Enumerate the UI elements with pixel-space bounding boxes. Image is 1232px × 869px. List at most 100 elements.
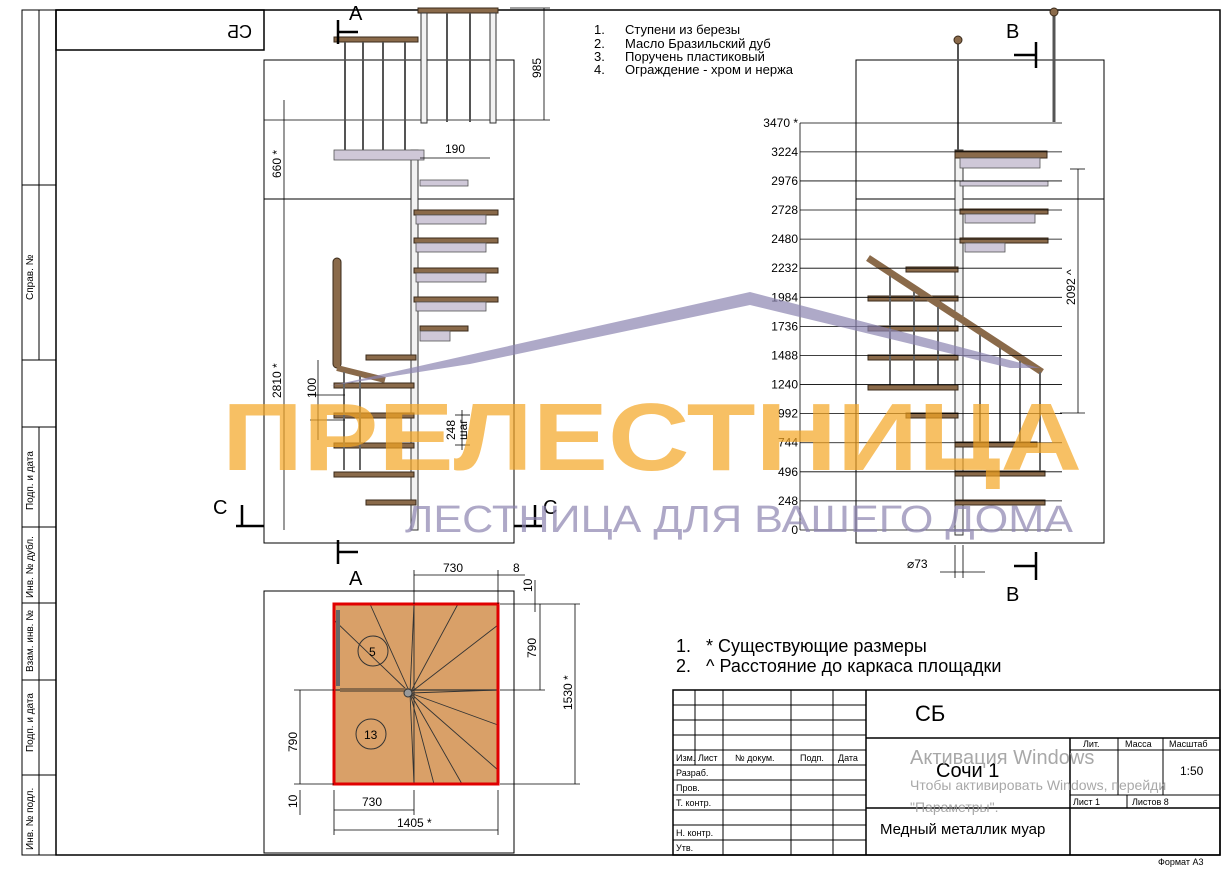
svg-text:Изм.: Изм.: [676, 753, 695, 763]
notes-bottom: 1. * Существующие размеры 2. ^ Расстояни…: [676, 636, 1002, 676]
dim-2810: 2810 *: [270, 363, 284, 398]
title-name: Сочи 1: [936, 760, 999, 782]
svg-text:Утв.: Утв.: [676, 843, 693, 853]
svg-text:Подп.: Подп.: [800, 753, 824, 763]
plan-dim-10-top: 10: [521, 578, 535, 592]
dim-step-word: шаг: [456, 419, 470, 440]
svg-text:Н. контр.: Н. контр.: [676, 828, 713, 838]
svg-text:3.: 3.: [594, 49, 605, 64]
elevation-b: [799, 7, 1105, 580]
stamp-inv-dubl: Инв. № дубл.: [24, 536, 36, 598]
level-label: 0: [791, 523, 798, 537]
dim-d73: ⌀73: [907, 557, 928, 571]
stamp-sprav: Справ. №: [25, 254, 36, 300]
plan-outline-red: [332, 602, 500, 786]
windows-activation: Активация Windows Чтобы активировать Win…: [910, 747, 1166, 815]
shaft-outline-a: [263, 59, 515, 544]
section-c-left: C: [213, 497, 227, 519]
mirror-stamp-text: СБ: [227, 22, 252, 42]
svg-text:№ докум.: № докум.: [735, 753, 775, 763]
level-label: 2728: [771, 203, 798, 217]
level-label: 496: [778, 465, 798, 479]
stamp-vzam: Взам. инв. №: [25, 610, 36, 672]
plan-dim-1530: 1530 *: [561, 675, 575, 710]
svg-text:^ Расстояние до каркаса площад: ^ Расстояние до каркаса площадки: [706, 656, 1002, 676]
svg-text:Разраб.: Разраб.: [676, 768, 708, 778]
section-a-top: A: [349, 3, 363, 25]
svg-text:Лист: Лист: [698, 753, 718, 763]
svg-text:1.: 1.: [594, 22, 605, 37]
svg-text:Ступени из березы: Ступени из березы: [625, 22, 740, 37]
level-label: 1736: [771, 319, 798, 333]
plan-dim-730-bottom: 730: [362, 795, 382, 809]
dim-2092: 2092 ^: [1064, 269, 1078, 305]
dim-100: 100: [305, 378, 319, 398]
brand-name: ПРЕЛЕСТНИЦА: [222, 384, 1082, 491]
svg-text:"Параметры".: "Параметры".: [910, 799, 998, 815]
level-label: 2232: [771, 261, 798, 275]
plan-dim-790-right: 790: [525, 638, 539, 658]
svg-text:4.: 4.: [594, 62, 605, 77]
level-label: 3470 *: [763, 116, 798, 130]
section-c-right: C: [543, 497, 557, 519]
svg-text:1.: 1.: [676, 636, 691, 656]
stamp-podp-1: Подп. и дата: [25, 451, 36, 510]
section-b-bottom: B: [1006, 584, 1019, 606]
svg-text:Пров.: Пров.: [676, 783, 700, 793]
svg-text:Лист 1: Лист 1: [1073, 797, 1100, 807]
section-a-bottom: A: [349, 568, 363, 590]
svg-text:2.: 2.: [676, 656, 691, 676]
brand-tagline: ЛЕСТНИЦА ДЛЯ ВАШЕГО ДОМА: [405, 499, 1074, 541]
level-label: 744: [778, 436, 798, 450]
side-stamp: Справ. № Подп. и дата Инв. № дубл. Взам.…: [21, 9, 57, 856]
section-b-top: B: [1006, 21, 1019, 43]
notes-top: 1. Ступени из березы 2. Масло Бразильски…: [594, 22, 794, 77]
level-label: 248: [778, 494, 798, 508]
svg-text:2.: 2.: [594, 36, 605, 51]
plan-view: [263, 570, 580, 854]
svg-text:Масштаб: Масштаб: [1169, 739, 1208, 749]
svg-text:Ограждение - хром и нержа: Ограждение - хром и нержа: [625, 62, 794, 77]
svg-text:Масло Бразильский дуб: Масло Бразильский дуб: [625, 36, 771, 51]
svg-text:Активация Windows: Активация Windows: [910, 747, 1094, 769]
stamp-podp-2: Подп. и дата: [25, 693, 36, 752]
level-label: 1488: [771, 348, 798, 362]
dim-985: 985: [530, 58, 544, 78]
svg-text:Чтобы активировать Windows, пе: Чтобы активировать Windows, перейди: [910, 777, 1166, 793]
svg-text:1:50: 1:50: [1180, 764, 1204, 778]
shaft-outline-b: [855, 59, 1105, 544]
level-label: 3224: [771, 145, 798, 159]
level-lines: [799, 122, 1062, 531]
elevation-a: [236, 7, 550, 564]
level-label: 2976: [771, 174, 798, 188]
svg-text:Поручень пластиковый: Поручень пластиковый: [625, 49, 765, 64]
level-label: 1240: [771, 378, 798, 392]
svg-text:Формат А3: Формат А3: [1158, 857, 1203, 867]
level-label: 2480: [771, 232, 798, 246]
level-label: 992: [778, 407, 798, 421]
plan-circle-13: 13: [364, 728, 378, 742]
svg-text:Масса: Масса: [1125, 739, 1152, 749]
svg-text:Дата: Дата: [838, 753, 858, 763]
plan-dim-730-top: 730: [443, 561, 463, 575]
plan-dim-10-bottom: 10: [286, 794, 300, 808]
svg-text:Т. контр.: Т. контр.: [676, 798, 711, 808]
plan-circle-5: 5: [369, 645, 376, 659]
svg-text:Листов 8: Листов 8: [1132, 797, 1169, 807]
dim-248: 248: [444, 420, 458, 440]
svg-text:* Существующие размеры: * Существующие размеры: [706, 636, 927, 656]
plan-wood: [333, 603, 499, 785]
dim-660: 660 *: [270, 150, 284, 178]
plan-dim-790-left: 790: [286, 732, 300, 752]
title-material: Медный металлик муар: [880, 821, 1045, 838]
stamp-inv-podl: Инв. № подл.: [25, 788, 36, 850]
svg-text:Лит.: Лит.: [1083, 739, 1100, 749]
plan-dim-1405: 1405 *: [397, 816, 432, 830]
brand-watermark: ПРЕЛЕСТНИЦА ЛЕСТНИЦА ДЛЯ ВАШЕГО ДОМА: [222, 292, 1082, 541]
dim-190: 190: [445, 142, 465, 156]
mirror-stamp-box: [55, 9, 265, 51]
plan-dim-8: 8: [513, 561, 520, 575]
title-code: СБ: [915, 701, 945, 726]
title-block: Изм. Лист № докум. Подп. Дата Разраб. Пр…: [672, 689, 1221, 867]
